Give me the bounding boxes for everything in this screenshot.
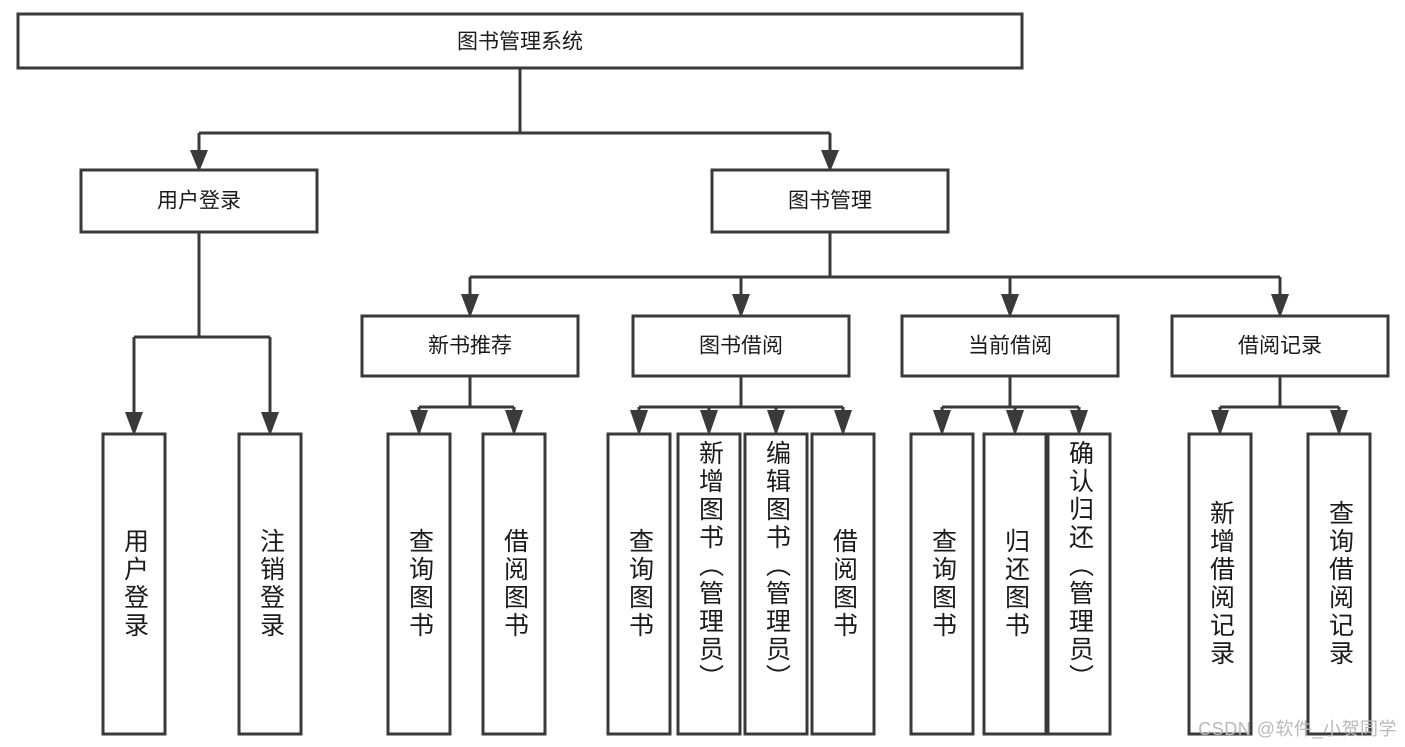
node-current-borrow-box <box>900 314 1120 378</box>
node-root-label: 图书管理系统 <box>457 31 583 54</box>
node-leaf-add-borrow-record-box[interactable] <box>1187 432 1253 736</box>
arrow-head-leaf-edit-book-admin <box>767 410 785 436</box>
connector-group-new-book-recommend <box>410 376 523 436</box>
arrow-head-current-borrow <box>1001 294 1019 318</box>
node-leaf-query-borrow-record-box[interactable] <box>1306 432 1372 736</box>
node-leaf-edit-book-admin-box[interactable] <box>743 432 809 736</box>
node-leaf-add-book-admin-box[interactable] <box>676 432 742 736</box>
node-root[interactable]: 图书管理系统 <box>16 12 1024 70</box>
node-leaf-borrow-book-box[interactable] <box>810 432 876 736</box>
node-leaf-logout-box[interactable] <box>237 432 303 736</box>
node-leaf-user-login-box[interactable] <box>101 432 167 736</box>
arrow-head-leaf-add-borrow-record <box>1211 410 1229 436</box>
connector-group-book-borrow <box>630 376 852 436</box>
node-book-manage-box <box>710 168 950 234</box>
node-user-login-label: 用户登录 <box>157 190 241 213</box>
arrow-head-book-borrow <box>732 294 750 318</box>
arrow-head-user-login <box>190 150 208 172</box>
arrow-head-leaf-borrow-book <box>834 410 852 436</box>
arrow-head-leaf-borrow-book-rec <box>505 410 523 436</box>
arrow-head-leaf-query-book-current <box>933 410 951 436</box>
node-user-login[interactable]: 用户登录 <box>79 168 319 234</box>
node-borrow-record-box <box>1170 314 1390 378</box>
node-leaf-borrow-book-rec-box[interactable] <box>481 432 547 736</box>
connector-group-borrow-record <box>1211 376 1348 436</box>
node-new-book-recommend[interactable]: 新书推荐 <box>360 314 580 378</box>
connector-group-root <box>190 68 839 172</box>
node-leaf-confirm-return-admin-box[interactable] <box>1046 432 1112 736</box>
connector-group-current-borrow <box>933 376 1088 436</box>
arrow-head-book-manage <box>821 150 839 172</box>
node-book-borrow-box <box>631 314 851 378</box>
connector-group-book-manage <box>461 232 1289 318</box>
node-borrow-record-label: 借阅记录 <box>1238 335 1322 358</box>
arrow-head-borrow-record <box>1271 294 1289 318</box>
node-leaf-query-book-current-box[interactable] <box>909 432 975 736</box>
leaf-boxes <box>101 432 1372 736</box>
node-leaf-return-book-box[interactable] <box>982 432 1048 736</box>
node-book-borrow-label: 图书借阅 <box>699 335 783 358</box>
node-new-book-recommend-label: 新书推荐 <box>428 335 512 358</box>
node-book-manage-label: 图书管理 <box>788 190 872 213</box>
arrow-head-leaf-query-book-borrow <box>630 410 648 436</box>
arrow-head-leaf-logout <box>261 412 279 436</box>
node-new-book-recommend-box <box>360 314 580 378</box>
node-leaf-query-book-borrow-box[interactable] <box>606 432 672 736</box>
arrow-head-leaf-user-login <box>125 412 143 436</box>
node-user-login-box <box>79 168 319 234</box>
arrow-head-leaf-return-book <box>1006 410 1024 436</box>
watermark-text: CSDN @软件_小贺同学 <box>1198 719 1397 739</box>
node-leaf-query-book-rec-box[interactable] <box>386 432 452 736</box>
arrow-head-leaf-add-book-admin <box>700 410 718 436</box>
arrow-head-leaf-confirm-return-admin <box>1070 410 1088 436</box>
node-root-box <box>16 12 1024 70</box>
arrow-head-leaf-query-borrow-record <box>1330 410 1348 436</box>
node-book-manage[interactable]: 图书管理 <box>710 168 950 234</box>
node-current-borrow-label: 当前借阅 <box>968 335 1052 358</box>
node-borrow-record[interactable]: 借阅记录 <box>1170 314 1390 378</box>
node-book-borrow[interactable]: 图书借阅 <box>631 314 851 378</box>
node-current-borrow[interactable]: 当前借阅 <box>900 314 1120 378</box>
arrow-head-new-book-recommend <box>461 294 479 318</box>
connector-group-user-login <box>125 232 279 436</box>
arrow-head-leaf-query-book-rec <box>410 410 428 436</box>
